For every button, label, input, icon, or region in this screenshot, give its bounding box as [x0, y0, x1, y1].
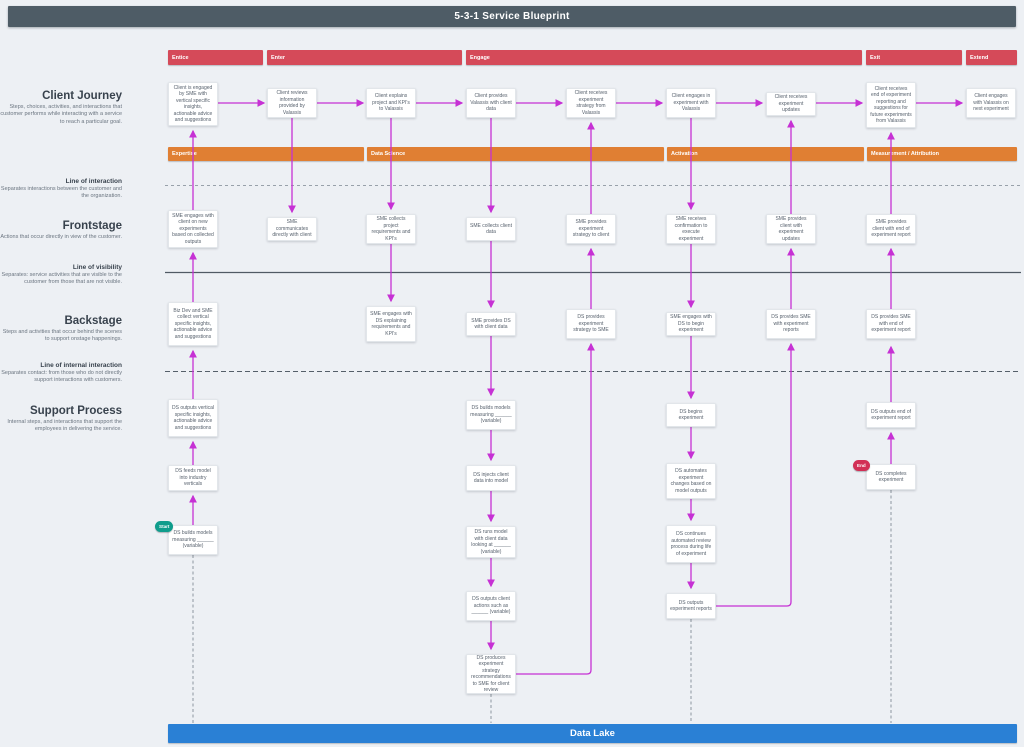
- flow-arrow-elbow: [516, 342, 595, 675]
- capability-bar-data-science[interactable]: Data Science: [367, 147, 664, 161]
- lane-description: Actions that occur directly in view of t…: [0, 234, 122, 240]
- node-journey-8[interactable]: Client receives end of experiment report…: [866, 82, 916, 128]
- lane-label-support-process: Support Process Internal steps, and inte…: [0, 405, 122, 434]
- lane-label-frontstage: Frontstage Actions that occur directly i…: [0, 220, 122, 241]
- lane-label-client-journey: Client Journey Steps, choices, activitie…: [0, 90, 122, 126]
- data-lake-label: Data Lake: [570, 728, 615, 739]
- node-frontstage-4[interactable]: SME collects client data: [466, 217, 516, 241]
- capability-bar-expertise[interactable]: Expertise: [168, 147, 364, 161]
- node-support-8-2[interactable]: DS completes experiment: [866, 464, 916, 490]
- node-backstage-6[interactable]: SME engages with DS to begin experiment: [666, 312, 716, 336]
- phase-bar-engage[interactable]: Engage: [466, 50, 862, 65]
- node-support-6-1[interactable]: DS begins experiment: [666, 403, 716, 427]
- lane-description: Separates contact: from those who do not…: [1, 370, 122, 384]
- node-frontstage-8[interactable]: SME provides client with end of experime…: [866, 214, 916, 244]
- node-frontstage-3[interactable]: SME collects project requirements and KP…: [366, 214, 416, 244]
- lane-description: Internal steps, and interactions that su…: [7, 419, 122, 433]
- node-frontstage-7[interactable]: SME provides client with experiment upda…: [766, 214, 816, 244]
- node-support-4-3[interactable]: DS runs model with client data looking a…: [466, 526, 516, 558]
- node-backstage-8[interactable]: DS provides SME with end of experiment r…: [866, 309, 916, 339]
- node-frontstage-5[interactable]: SME provides experiment strategy to clie…: [566, 214, 616, 244]
- node-frontstage-6[interactable]: SME receives confirmation to execute exp…: [666, 214, 716, 244]
- node-frontstage-1[interactable]: SME engages with client on new experimen…: [168, 210, 218, 248]
- node-backstage-1[interactable]: Biz Dev and SME collect vertical specifi…: [168, 302, 218, 346]
- node-journey-6[interactable]: Client engages in experiment with Valass…: [666, 88, 716, 118]
- node-frontstage-2[interactable]: SME communicates directly with client: [267, 217, 317, 241]
- data-lake-bar[interactable]: Data Lake: [168, 724, 1017, 743]
- lane-heading: Client Journey: [42, 90, 122, 102]
- lane-heading: Frontstage: [62, 220, 122, 232]
- lane-description: Steps, choices, activities, and interact…: [0, 104, 122, 125]
- lane-heading: Support Process: [29, 405, 122, 417]
- lane-description: Separates: service activities that are v…: [1, 272, 122, 286]
- lane-heading: Line of internal interaction: [40, 362, 122, 369]
- capability-bar-measurement-attribution[interactable]: Measurement / Attribution: [867, 147, 1017, 161]
- node-backstage-4[interactable]: SME provides DS with client data: [466, 312, 516, 336]
- lane-label-line-of-interaction: Line of interaction Separates interactio…: [0, 178, 122, 201]
- node-backstage-7[interactable]: DS provides SME with experiment reports: [766, 309, 816, 339]
- node-backstage-3[interactable]: SME engages with DS explaining requireme…: [366, 306, 416, 342]
- phase-bar-entice[interactable]: Entice: [168, 50, 263, 65]
- end-pill[interactable]: End: [853, 460, 870, 471]
- node-journey-4[interactable]: Client provides Valassis with client dat…: [466, 88, 516, 118]
- node-journey-5[interactable]: Client receives experiment strategy from…: [566, 88, 616, 118]
- lane-heading: Backstage: [64, 315, 122, 327]
- flow-arrow-elbow: [716, 342, 795, 607]
- node-journey-7[interactable]: Client receives experiment updates: [766, 92, 816, 116]
- capability-bar-activation[interactable]: Activation: [667, 147, 864, 161]
- node-support-4-2[interactable]: DS injects client data into model: [466, 465, 516, 491]
- node-journey-1[interactable]: Client is engaged by SME with vertical s…: [168, 82, 218, 126]
- node-backstage-5[interactable]: DS provides experiment strategy to SME: [566, 309, 616, 339]
- node-support-6-3[interactable]: DS continues automated review process du…: [666, 525, 716, 563]
- node-support-4-5[interactable]: DS produces experiment strategy recommen…: [466, 654, 516, 694]
- node-support-6-4[interactable]: DS outputs experiment reports: [666, 593, 716, 619]
- node-support-1-2[interactable]: DS feeds model into industry verticals: [168, 465, 218, 491]
- node-support-1-1[interactable]: DS outputs vertical specific insights, a…: [168, 399, 218, 437]
- lane-heading: Line of visibility: [72, 264, 122, 271]
- lane-label-line-of-internal-interaction: Line of internal interaction Separates c…: [0, 362, 122, 385]
- title-bar: 5-3-1 Service Blueprint: [8, 6, 1016, 27]
- lane-heading: Line of interaction: [65, 178, 122, 185]
- node-support-1-3[interactable]: DS builds models measuring ______ (varia…: [168, 525, 218, 555]
- node-journey-2[interactable]: Client reviews information provided by V…: [267, 88, 317, 118]
- node-journey-9[interactable]: Client engages with Valassis on next exp…: [966, 88, 1016, 118]
- phase-bar-exit[interactable]: Exit: [866, 50, 962, 65]
- lane-label-line-of-visibility: Line of visibility Separates: service ac…: [0, 264, 122, 287]
- node-support-6-2[interactable]: DS automates experiment changes based on…: [666, 463, 716, 499]
- phase-bar-enter[interactable]: Enter: [267, 50, 462, 65]
- node-support-8-1[interactable]: DS outputs end of experiment report: [866, 402, 916, 428]
- node-journey-3[interactable]: Client explains project and KPI's to Val…: [366, 88, 416, 118]
- lane-description: Steps and activities that occur behind t…: [2, 329, 122, 343]
- lane-description: Separates interactions between the custo…: [0, 186, 122, 200]
- lane-label-backstage: Backstage Steps and activities that occu…: [0, 315, 122, 344]
- node-support-4-1[interactable]: DS builds models measuring ______ (varia…: [466, 400, 516, 430]
- page-title: 5-3-1 Service Blueprint: [454, 11, 570, 22]
- start-pill[interactable]: Start: [155, 521, 174, 532]
- phase-bar-extend[interactable]: Extend: [966, 50, 1017, 65]
- node-support-4-4[interactable]: DS outputs client actions such as ______…: [466, 591, 516, 621]
